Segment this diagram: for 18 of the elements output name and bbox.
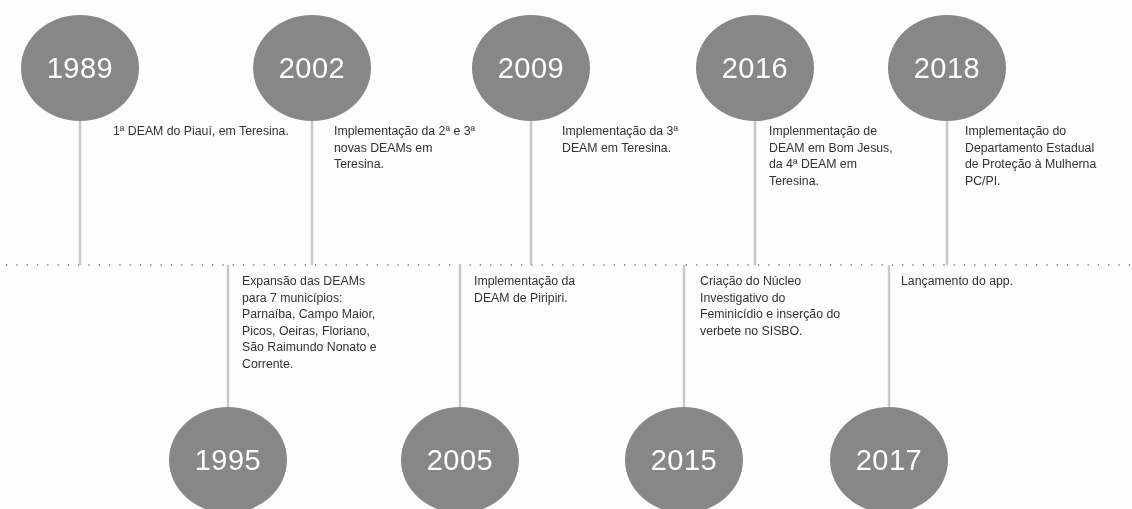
year-label: 2018 (912, 51, 982, 85)
event-description: Implementação do Departamento Estadual de Proteção à Mulherna PC/PI. (965, 123, 1098, 189)
event-description: Lançamento do app. (901, 273, 1015, 290)
event-description: Implenmentação de DEAM em Bom Jesus, da 4ª DEAM em Teresina. (769, 123, 894, 189)
year-label: 2016 (720, 51, 790, 85)
event-description: 1ª DEAM do Piauí, em Teresina. (113, 123, 290, 140)
event-description: Expansão das DEAMs para 7 municípios: Parnaíba, Campo Maior, Picos, Oeiras, Floriano, São Raimundo Nonato e Corrente. (242, 273, 378, 372)
event-description: Implementação da DEAM de Piripiri. (474, 273, 577, 306)
event-description: Implementação da 3ª DEAM em Teresina. (562, 123, 679, 156)
event-description: Criação do Núcleo Investigativo do Feminicídio e inserção do verbete no SISBO. (700, 273, 842, 339)
year-label: 2009 (496, 51, 566, 85)
year-label: 2005 (425, 443, 495, 477)
year-label: 2002 (277, 51, 347, 85)
year-label: 2017 (854, 443, 924, 477)
year-label: 1989 (45, 51, 115, 85)
year-label: 1995 (193, 443, 263, 477)
event-description: Implementação da 2ª e 3ª novas DEAMs em Teresina. (334, 123, 477, 173)
year-label: 2015 (649, 443, 719, 477)
